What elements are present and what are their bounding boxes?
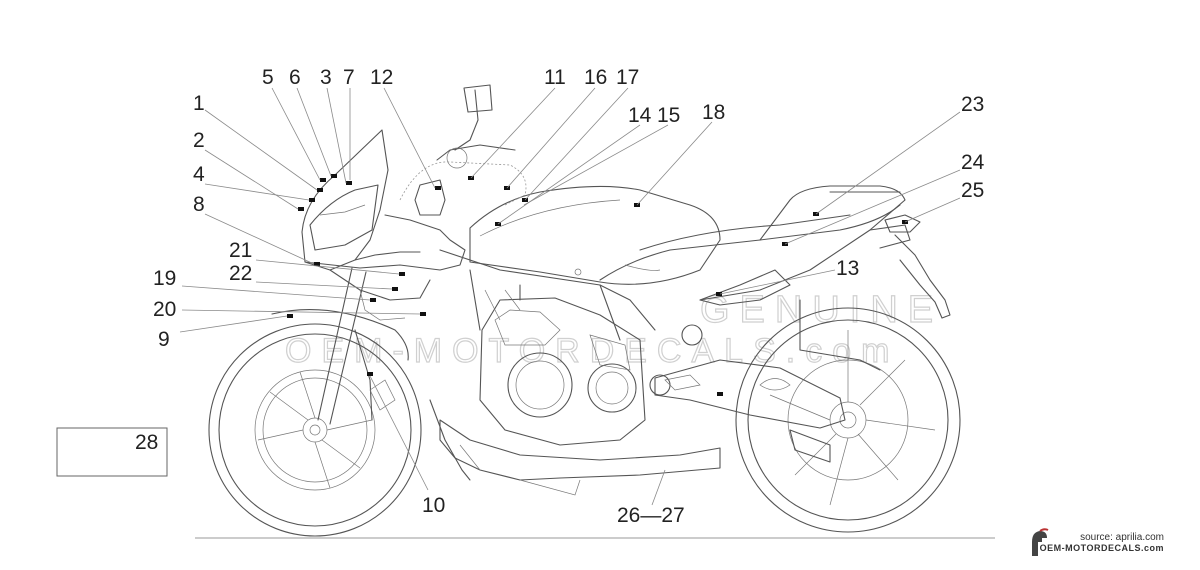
callout-11: 11 — [544, 66, 566, 89]
callout-24: 24 — [961, 151, 985, 174]
decal-8 — [314, 262, 320, 266]
callout-8: 8 — [193, 193, 205, 216]
decal-5 — [320, 178, 326, 182]
callout-4: 4 — [193, 163, 205, 186]
callout-14: 14 — [628, 104, 652, 127]
callout-13: 13 — [836, 257, 859, 280]
callout-19: 19 — [153, 267, 176, 290]
callout-6: 6 — [289, 66, 301, 89]
source-text: source: aprilia.com — [1080, 532, 1164, 543]
helmet-logo-icon — [1032, 528, 1049, 556]
callout-22: 22 — [229, 262, 252, 285]
decal-22 — [392, 287, 398, 291]
decal-19 — [370, 298, 376, 302]
decal-3 — [346, 181, 352, 185]
motorcycle-outline — [208, 84, 961, 537]
source-credit: source: aprilia.com OEM-MOTORDECALS.com — [1040, 532, 1164, 553]
decal-1 — [317, 188, 323, 192]
callout-23: 23 — [961, 93, 984, 116]
callout-numbers: 1 2 3 4 5 6 7 8 9 10 11 12 13 14 15 16 1… — [135, 66, 985, 527]
decal-12 — [435, 186, 441, 190]
callout-5: 5 — [262, 66, 274, 89]
decal-26 — [717, 392, 723, 396]
callout-17: 17 — [616, 66, 639, 89]
decal-9 — [287, 314, 293, 318]
leader-lines — [179, 87, 961, 506]
callout-3: 3 — [320, 66, 332, 89]
decal-20 — [420, 312, 426, 316]
callout-12: 12 — [370, 66, 393, 89]
callout-25: 25 — [961, 179, 984, 202]
callout-20: 20 — [153, 298, 176, 321]
decal-10 — [367, 372, 373, 376]
decal-4 — [309, 198, 315, 202]
label-28-box — [56, 427, 168, 477]
watermark-genuine: GENUINE — [700, 289, 943, 331]
callout-18: 18 — [702, 101, 725, 124]
decal-21 — [399, 272, 405, 276]
decal-2 — [298, 207, 304, 211]
callout-15: 15 — [657, 104, 680, 127]
callout-28: 28 — [135, 431, 158, 454]
callout-16: 16 — [584, 66, 607, 89]
callout-21: 21 — [229, 239, 252, 262]
decal-6 — [331, 174, 337, 178]
callout-2: 2 — [193, 129, 205, 152]
site-text: OEM-MOTORDECALS.com — [1039, 543, 1164, 553]
callout-26-27: 26—27 — [617, 504, 685, 527]
callout-9: 9 — [158, 328, 170, 351]
callout-1: 1 — [193, 92, 205, 115]
callout-7: 7 — [343, 66, 355, 89]
callout-10: 10 — [422, 494, 445, 517]
decal-13 — [716, 292, 722, 296]
